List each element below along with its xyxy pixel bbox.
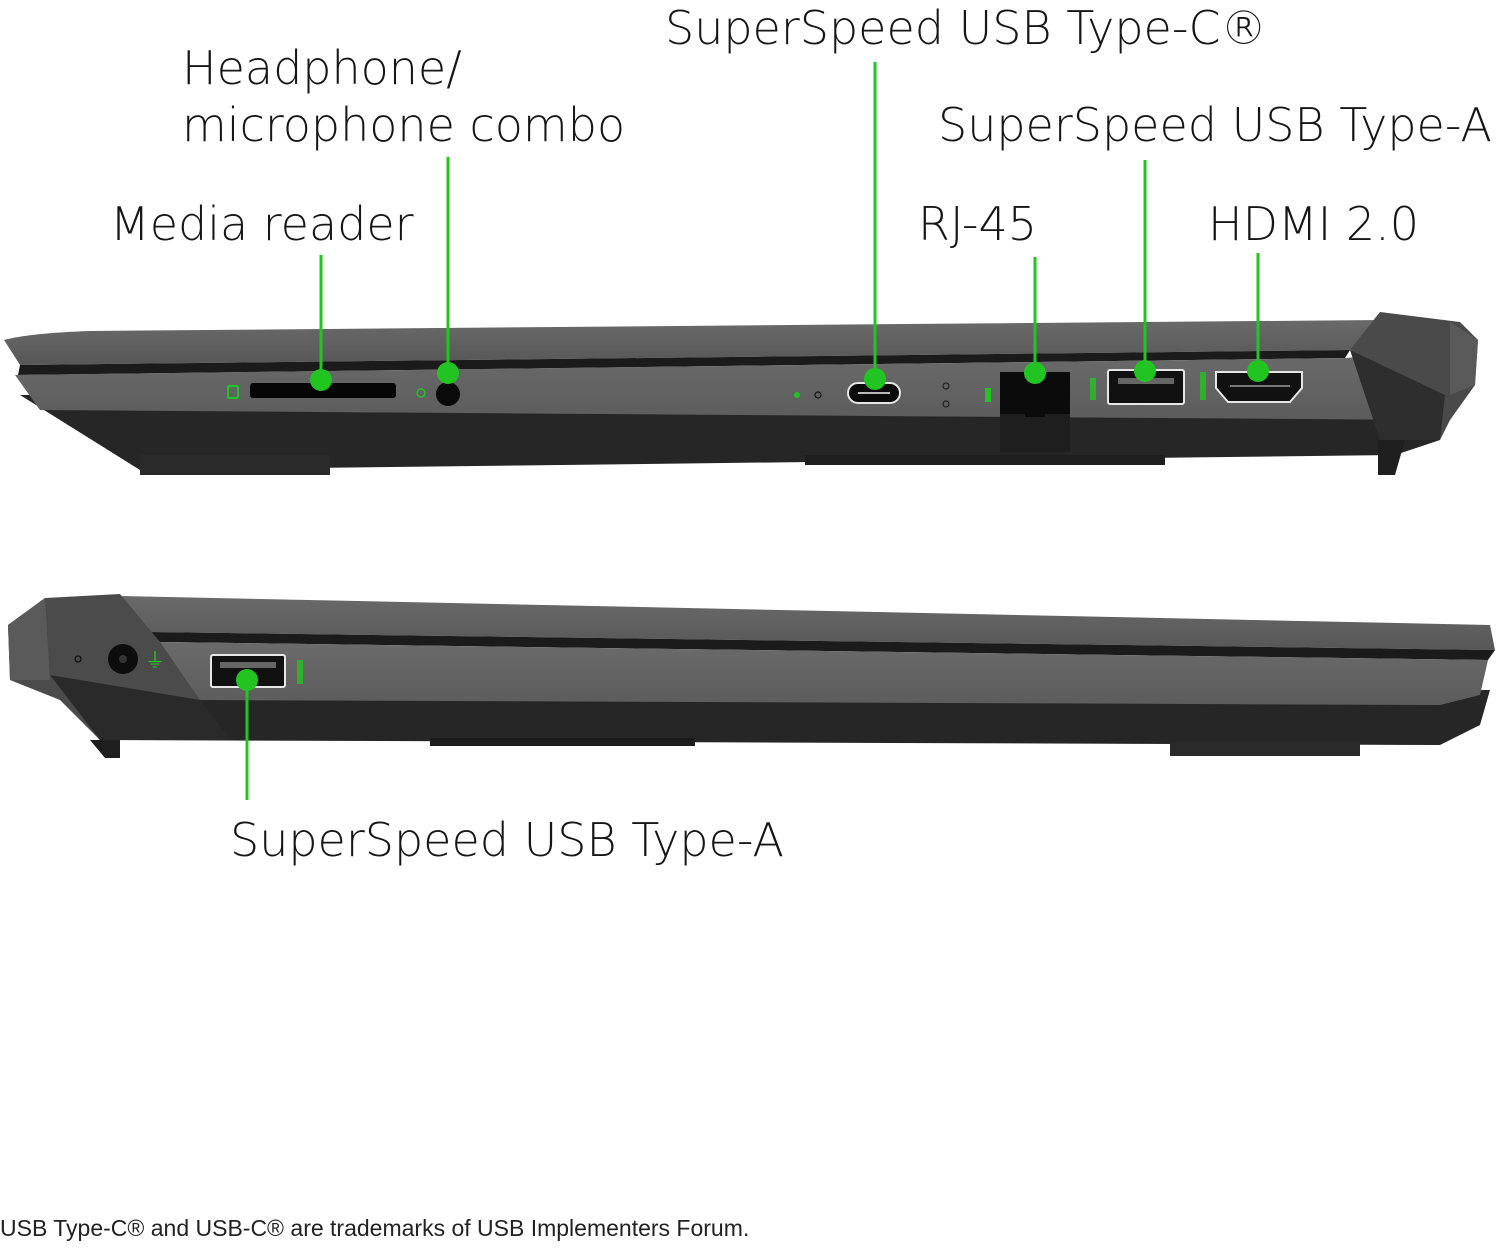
sd-card-icon: [227, 385, 239, 399]
label-headphone-line2: microphone combo: [182, 98, 626, 152]
label-usb-c: SuperSpeed USB Type-C®: [665, 1, 1267, 55]
usb-superspeed-icon: [1090, 378, 1096, 400]
headphone-jack: [436, 382, 460, 406]
label-usb-a: SuperSpeed USB Type-A: [938, 98, 1492, 152]
label-hdmi: HDMI 2.0: [1208, 197, 1420, 251]
label-usb-a-left: SuperSpeed USB Type-A: [230, 813, 784, 867]
headphone-icon: [416, 388, 426, 398]
laptop-left-side: ⏚: [8, 594, 1495, 758]
led-icon: [794, 392, 800, 398]
label-rj45: RJ-45: [918, 197, 1038, 251]
label-headphone-line1: Headphone/: [182, 41, 462, 95]
trademark-footnote: USB Type-C® and USB-C® are trademarks of…: [0, 1215, 750, 1241]
label-media-reader: Media reader: [110, 197, 414, 251]
hdmi-icon: [1200, 372, 1206, 400]
power-plug-icon: ⏚: [145, 648, 165, 672]
network-icon: [985, 388, 991, 402]
callouts-left: [236, 669, 258, 800]
callouts-right: [310, 62, 1269, 391]
laptop-right-side: [4, 312, 1478, 475]
usb-superspeed-icon-left: [297, 660, 303, 684]
